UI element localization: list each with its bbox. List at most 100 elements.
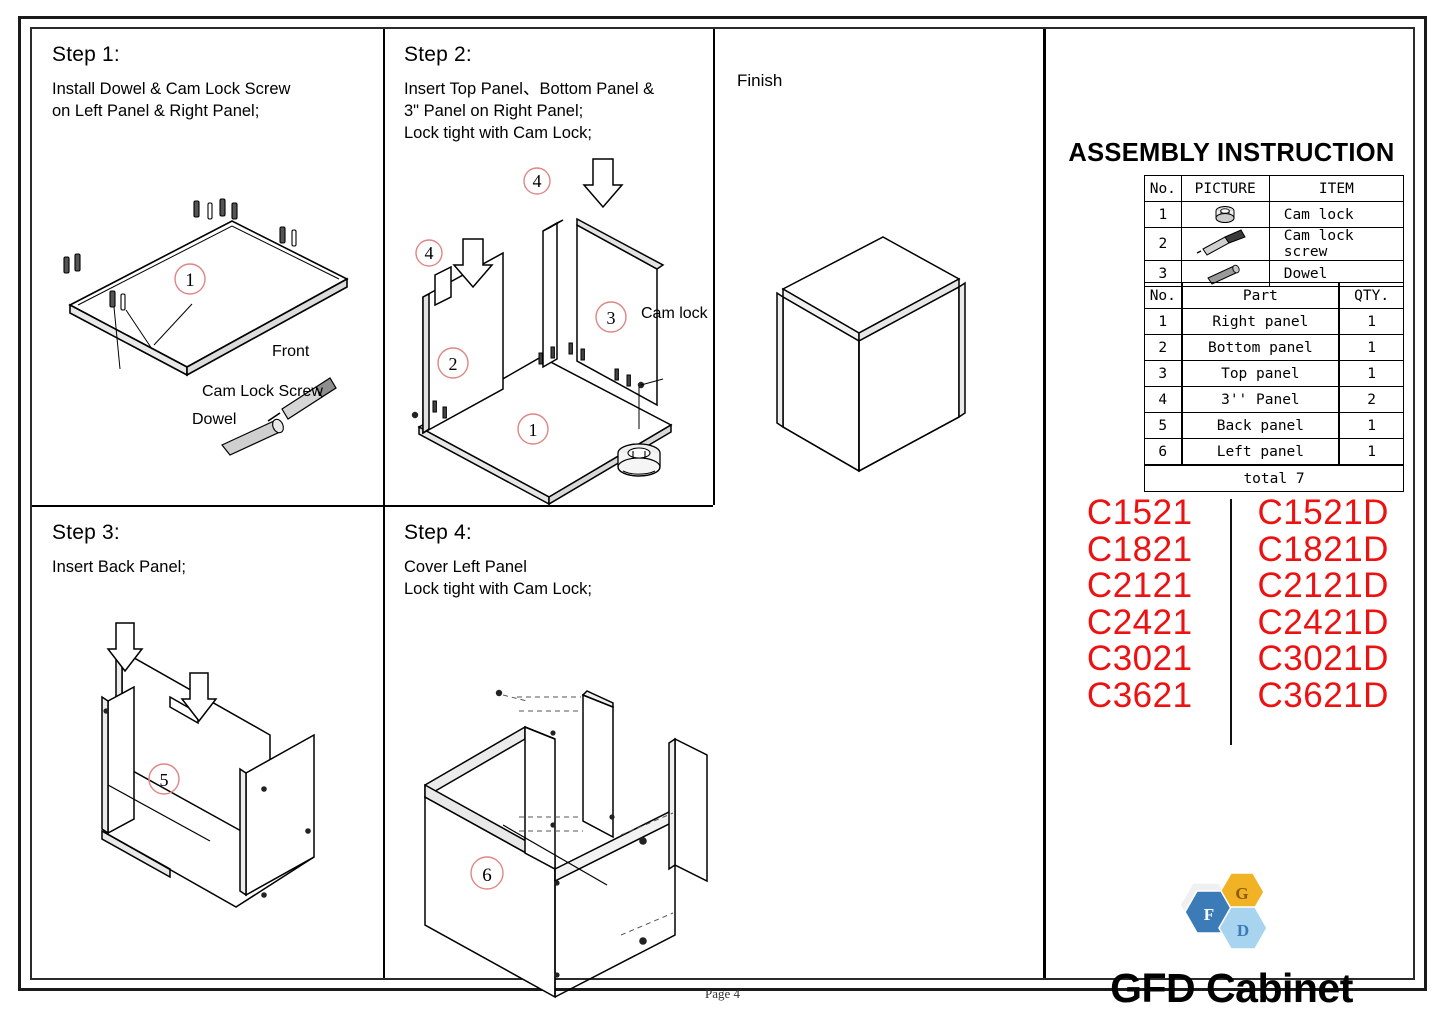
parts-row-4-part: 3'' Panel: [1181, 386, 1341, 413]
hardware-header-picture: PICTURE: [1180, 175, 1270, 202]
svg-text:4: 4: [533, 171, 542, 191]
step-1-hardware-pins: [63, 198, 297, 311]
parts-row-5-part: Back panel: [1181, 412, 1341, 439]
step-4-cell: Step 4: Cover Left Panel Lock tight with…: [385, 507, 1043, 999]
parts-row-6-part: Left panel: [1181, 438, 1341, 466]
model-numbers: C1521 C1821 C2121 C2421 C3021 C3621 C152…: [1048, 493, 1416, 715]
parts-row-4-qty: 2: [1338, 386, 1405, 413]
svg-text:5: 5: [160, 770, 169, 790]
hardware-row-1-no: 1: [1144, 201, 1182, 228]
cam-lock-icon: [1180, 201, 1270, 228]
step-3-title: Step 3:: [52, 521, 120, 544]
parts-row-6-qty: 1: [1338, 438, 1405, 466]
hardware-row-1-item: Cam lock: [1268, 201, 1405, 228]
step-1-label-dowel: Dowel: [192, 411, 237, 428]
parts-row-5-qty: 1: [1338, 412, 1405, 439]
model-c2421d: C2421D: [1257, 602, 1389, 642]
parts-header-qty: QTY.: [1338, 282, 1405, 309]
cam-lock-drawing: [617, 443, 661, 477]
step-4-title: Step 4:: [404, 521, 472, 544]
parts-row-3-part: Top panel: [1181, 360, 1341, 387]
step-2-title: Step 2:: [404, 43, 472, 66]
step-2-callout-1: 1: [517, 413, 549, 445]
page-frame-outer: [18, 16, 1427, 991]
step-2-callout-3: 3: [595, 301, 627, 333]
model-c2121: C2121: [1086, 566, 1193, 605]
brand-logo: G F D GFD Cabinet: [1048, 869, 1415, 1012]
dowel-drawing: [221, 418, 284, 456]
parts-row-1-part: Right panel: [1181, 308, 1341, 335]
parts-row-2-no: 2: [1143, 334, 1183, 361]
step-2-cell: Step 2: Insert Top Panel、Bottom Panel & …: [385, 29, 713, 506]
step-3-body: Insert Back Panel;: [52, 558, 186, 576]
gfd-hexagon-logo-icon: G F D: [1178, 872, 1268, 950]
parts-row-6-no: 6: [1143, 438, 1183, 466]
finish-diagram: [776, 236, 966, 473]
page-frame-inner: [30, 27, 1415, 980]
step-2-diagram: 1 2 3 4 4: [411, 158, 673, 506]
step-2-arrows: [452, 158, 624, 289]
parts-row-3-qty: 1: [1338, 360, 1405, 387]
parts-row-1-no: 1: [1143, 308, 1183, 335]
hardware-table-header-row: No. PICTURE ITEM: [1144, 175, 1405, 202]
model-list-divider: [1230, 499, 1232, 745]
steps-grid: Step 1: Install Dowel & Cam Lock Screw o…: [32, 29, 1046, 999]
parts-row-3-no: 3: [1143, 360, 1183, 387]
svg-text:1: 1: [529, 420, 538, 440]
cam-lock-screw-icon: [1180, 227, 1270, 261]
svg-text:6: 6: [482, 865, 492, 886]
svg-text:3: 3: [607, 308, 616, 328]
svg-text:2: 2: [449, 354, 458, 374]
hardware-header-no: No.: [1144, 175, 1182, 202]
assembly-info-panel: ASSEMBLY INSTRUCTION No. PICTURE ITEM 1: [1048, 29, 1416, 1011]
grid-divider-horizontal: [32, 505, 713, 507]
step-2-callout-2: 2: [437, 347, 469, 379]
step-3-cell: Step 3: Insert Back Panel;: [32, 507, 383, 978]
model-c2421: C2421: [1086, 602, 1193, 642]
finish-cell: Finish: [715, 29, 1043, 505]
table-row: 1 Cam lock: [1144, 201, 1405, 228]
step-1-diagram: 1: [63, 198, 349, 456]
model-c2121d: C2121D: [1257, 566, 1389, 605]
parts-row-2-part: Bottom panel: [1181, 334, 1341, 361]
model-c3021: C3021: [1086, 639, 1193, 678]
svg-text:G: G: [1235, 884, 1248, 903]
grid-divider-vertical-2: [713, 29, 715, 505]
parts-row-4-no: 4: [1143, 386, 1183, 413]
step-1-label-front: Front: [272, 343, 310, 360]
model-c3621: C3621: [1086, 675, 1193, 715]
svg-text:D: D: [1236, 921, 1248, 940]
grid-divider-right-edge: [1043, 29, 1046, 978]
model-c3021d: C3021D: [1257, 639, 1389, 678]
hardware-row-2-item: Cam lock screw: [1268, 227, 1405, 261]
svg-text:1: 1: [185, 270, 195, 291]
model-c1521: C1521: [1086, 493, 1193, 532]
model-column-d-variant: C1521D C1821D C2121D C2421D C3021D C3621…: [1232, 493, 1416, 715]
model-c1521d: C1521D: [1257, 493, 1389, 532]
step-2-callout-4b: 4: [523, 167, 551, 195]
page-footer: Page 4: [704, 986, 741, 1001]
model-column-standard: C1521 C1821 C2121 C2421 C3021 C3621: [1048, 493, 1232, 715]
step-3-callout-5: 5: [148, 763, 180, 795]
assembly-instruction-title: ASSEMBLY INSTRUCTION: [1068, 139, 1395, 167]
step-1-title: Step 1:: [52, 43, 120, 66]
brand-name: GFD Cabinet: [1110, 965, 1353, 1011]
model-c3621d: C3621D: [1257, 675, 1389, 715]
hardware-row-2-no: 2: [1144, 227, 1182, 261]
parts-header-no: No.: [1143, 282, 1183, 309]
step-4-callout-6: 6: [470, 856, 504, 890]
table-row: 2 Cam lock screw: [1144, 227, 1405, 261]
parts-row-5-no: 5: [1143, 412, 1183, 439]
parts-table-header-row: No. Part QTY.: [1143, 282, 1405, 309]
parts-header-part: Part: [1181, 282, 1341, 309]
svg-text:4: 4: [425, 243, 434, 263]
step-4-diagram: 6: [424, 689, 708, 999]
cam-lock-screw-drawing: [267, 377, 337, 422]
step-3-arrows: [106, 622, 218, 723]
step-4-body: Cover Left Panel Lock tight with Cam Loc…: [404, 558, 592, 598]
